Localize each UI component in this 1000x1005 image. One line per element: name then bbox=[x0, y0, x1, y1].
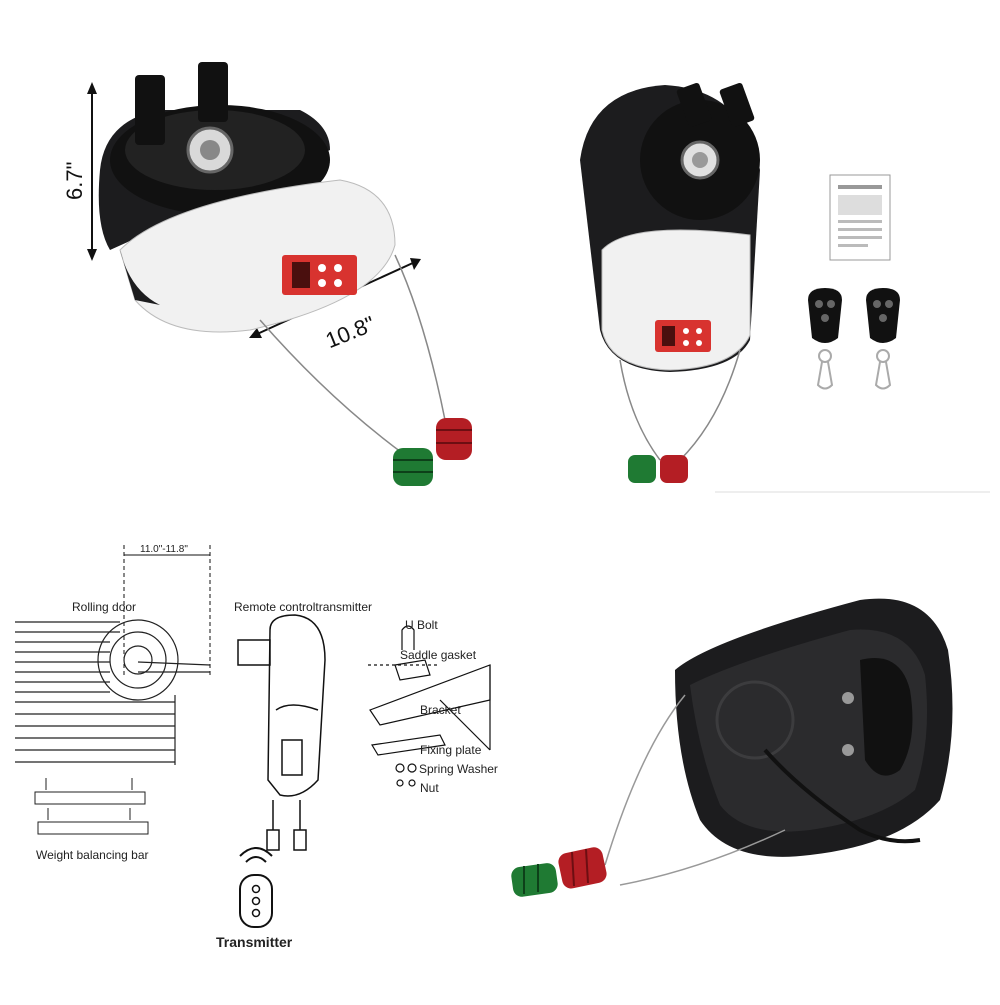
remote-2 bbox=[866, 288, 900, 390]
motor-kit-illustration bbox=[580, 82, 990, 493]
saddle-gasket-label: Saddle gasket bbox=[400, 648, 477, 662]
red-coil bbox=[436, 418, 472, 460]
remote-transmitter-label: Remote controltransmitter bbox=[234, 600, 373, 614]
motor-kit-photo bbox=[500, 0, 1000, 500]
red-coil-rear bbox=[558, 847, 607, 889]
green-coil bbox=[393, 448, 433, 486]
motor-illustration bbox=[87, 62, 472, 486]
motor-rear-illustration bbox=[511, 598, 953, 897]
installation-drawing bbox=[15, 545, 491, 928]
transmitter-icon bbox=[239, 847, 273, 928]
remote-1 bbox=[808, 288, 842, 390]
weight-bar-label: Weight balancing bar bbox=[36, 848, 149, 862]
gap-dimension: 11.0"-11.8" bbox=[140, 544, 188, 555]
motor-rear-photo bbox=[500, 500, 1000, 1000]
motor-dimensions-photo: 6.7" 10.8" bbox=[0, 0, 500, 500]
bracket-label: Bracket bbox=[420, 703, 461, 717]
installation-diagram: 11.0"-11.8" Rolling door Remote controlt… bbox=[0, 500, 500, 1000]
height-dimension: 6.7" bbox=[62, 161, 87, 200]
transmitter-label: Transmitter bbox=[216, 934, 293, 950]
green-coil-rear bbox=[511, 863, 558, 897]
spring-washer-label: Spring Washer bbox=[419, 762, 498, 776]
nut-label: Nut bbox=[420, 781, 439, 795]
user-manual bbox=[829, 174, 891, 261]
rolling-door-label: Rolling door bbox=[72, 600, 137, 614]
u-bolt-label: U Bolt bbox=[405, 618, 438, 632]
fixing-plate-label: Fixing plate bbox=[420, 743, 482, 757]
